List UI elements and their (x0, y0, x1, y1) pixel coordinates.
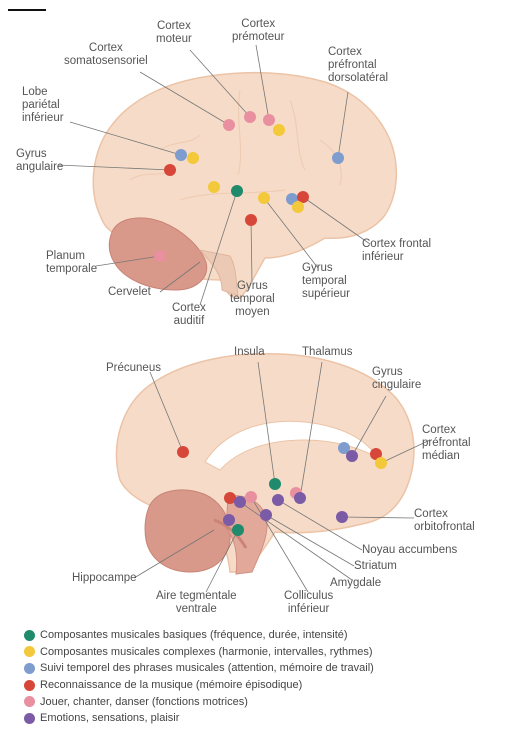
dot-ofc-emotion (336, 511, 348, 523)
label-cortex-orbitofrontal: Cortex orbitofrontal (414, 508, 475, 534)
dot-hippo-motor (245, 491, 257, 503)
label-planum-temporale: Planum temporale (46, 250, 97, 276)
dot-moteur-motor (244, 111, 256, 123)
legend-dot-motor (24, 696, 35, 707)
dot-premoteur-motor (263, 114, 275, 126)
dot-parietal-complex (187, 152, 199, 164)
dot-precuneus-recognition (177, 446, 189, 458)
label-cortex-premoteur: Cortex prémoteur (232, 18, 284, 44)
label-noyau-accumbens: Noyau accumbens (362, 544, 457, 557)
dot-amyg-emotion (223, 514, 235, 526)
label-thalamus: Thalamus (302, 346, 353, 359)
dot-premoteur-complex (273, 124, 285, 136)
legend-dot-basic (24, 630, 35, 641)
dot-dlpfc-temporal (332, 152, 344, 164)
label-insula: Insula (234, 346, 265, 359)
label-cortex-frontal-inferieur: Cortex frontal inférieur (362, 238, 431, 264)
dot-thalamus-emotion (294, 492, 306, 504)
legend-text-emotion: Emotions, sensations, plaisir (40, 712, 179, 724)
legend-text-basic: Composantes musicales basiques (fréquenc… (40, 629, 348, 641)
dot-auditif-complex (208, 181, 220, 193)
legend-dot-temporal (24, 663, 35, 674)
dot-cervelet-motor (154, 250, 166, 262)
dot-frontal-complex (292, 201, 304, 213)
dot-angulaire-recognition (164, 164, 176, 176)
dot-tempmoyen-recognition (245, 214, 257, 226)
dot-hippo-emotion (234, 496, 246, 508)
dot-tempsup-complex (258, 192, 270, 204)
legend-text-recognition: Reconnaissance de la musique (mémoire ép… (40, 679, 302, 691)
label-hippocampe: Hippocampe (72, 572, 137, 585)
label-gyrus-temporal-moyen: Gyrus temporal moyen (230, 280, 275, 319)
legend-item-recognition: Reconnaissance de la musique (mémoire ép… (24, 677, 504, 694)
lateral-brain (93, 73, 396, 299)
legend-dot-emotion (24, 713, 35, 724)
legend: Composantes musicales basiques (fréquenc… (24, 627, 504, 727)
label-aire-tegmentale-ventrale: Aire tegmentale ventrale (156, 590, 237, 616)
dot-striatum-emotion (260, 509, 272, 521)
medial-brain (117, 354, 414, 574)
label-gyrus-cingulaire: Gyrus cingulaire (372, 366, 421, 392)
label-gyrus-temporal-superieur: Gyrus temporal supérieur (302, 262, 350, 301)
legend-dot-complex (24, 646, 35, 657)
label-cervelet: Cervelet (108, 286, 151, 299)
dot-auditif-basic (231, 185, 243, 197)
label-amygdale: Amygdale (330, 577, 381, 590)
legend-item-complex: Composantes musicales complexes (harmoni… (24, 644, 504, 661)
label-cortex-moteur: Cortex moteur (156, 20, 192, 46)
legend-text-motor: Jouer, chanter, danser (fonctions motric… (40, 696, 248, 708)
legend-item-motor: Jouer, chanter, danser (fonctions motric… (24, 693, 504, 710)
legend-text-complex: Composantes musicales complexes (harmoni… (40, 646, 373, 658)
label-lobe-parietal-inferieur: Lobe pariétal inférieur (22, 86, 64, 125)
legend-text-temporal: Suivi temporel des phrases musicales (at… (40, 662, 374, 674)
dot-mpfc-complex (375, 457, 387, 469)
label-colliculus-inferieur: Colliculus inférieur (284, 590, 333, 616)
dot-insula-basic (269, 478, 281, 490)
label-cortex-prefrontal-median: Cortex préfrontal médian (422, 424, 471, 463)
dot-cingulaire-emotion (346, 450, 358, 462)
label-cortex-prefrontal-dorsolateral: Cortex préfrontal dorsolatéral (328, 46, 388, 85)
label-cortex-somatosensoriel: Cortex somatosensoriel (64, 42, 148, 68)
legend-item-temporal: Suivi temporel des phrases musicales (at… (24, 660, 504, 677)
label-gyrus-angulaire: Gyrus angulaire (16, 148, 63, 174)
label-striatum: Striatum (354, 560, 397, 573)
dot-vta-basic (232, 524, 244, 536)
dot-accumbens-emotion (272, 494, 284, 506)
legend-dot-recognition (24, 680, 35, 691)
legend-item-emotion: Emotions, sensations, plaisir (24, 710, 504, 727)
label-precuneus: Précuneus (106, 362, 161, 375)
dot-parietal-temporal (175, 149, 187, 161)
dot-somatosensoriel-motor (223, 119, 235, 131)
legend-item-basic: Composantes musicales basiques (fréquenc… (24, 627, 504, 644)
label-cortex-auditif: Cortex auditif (172, 302, 206, 328)
